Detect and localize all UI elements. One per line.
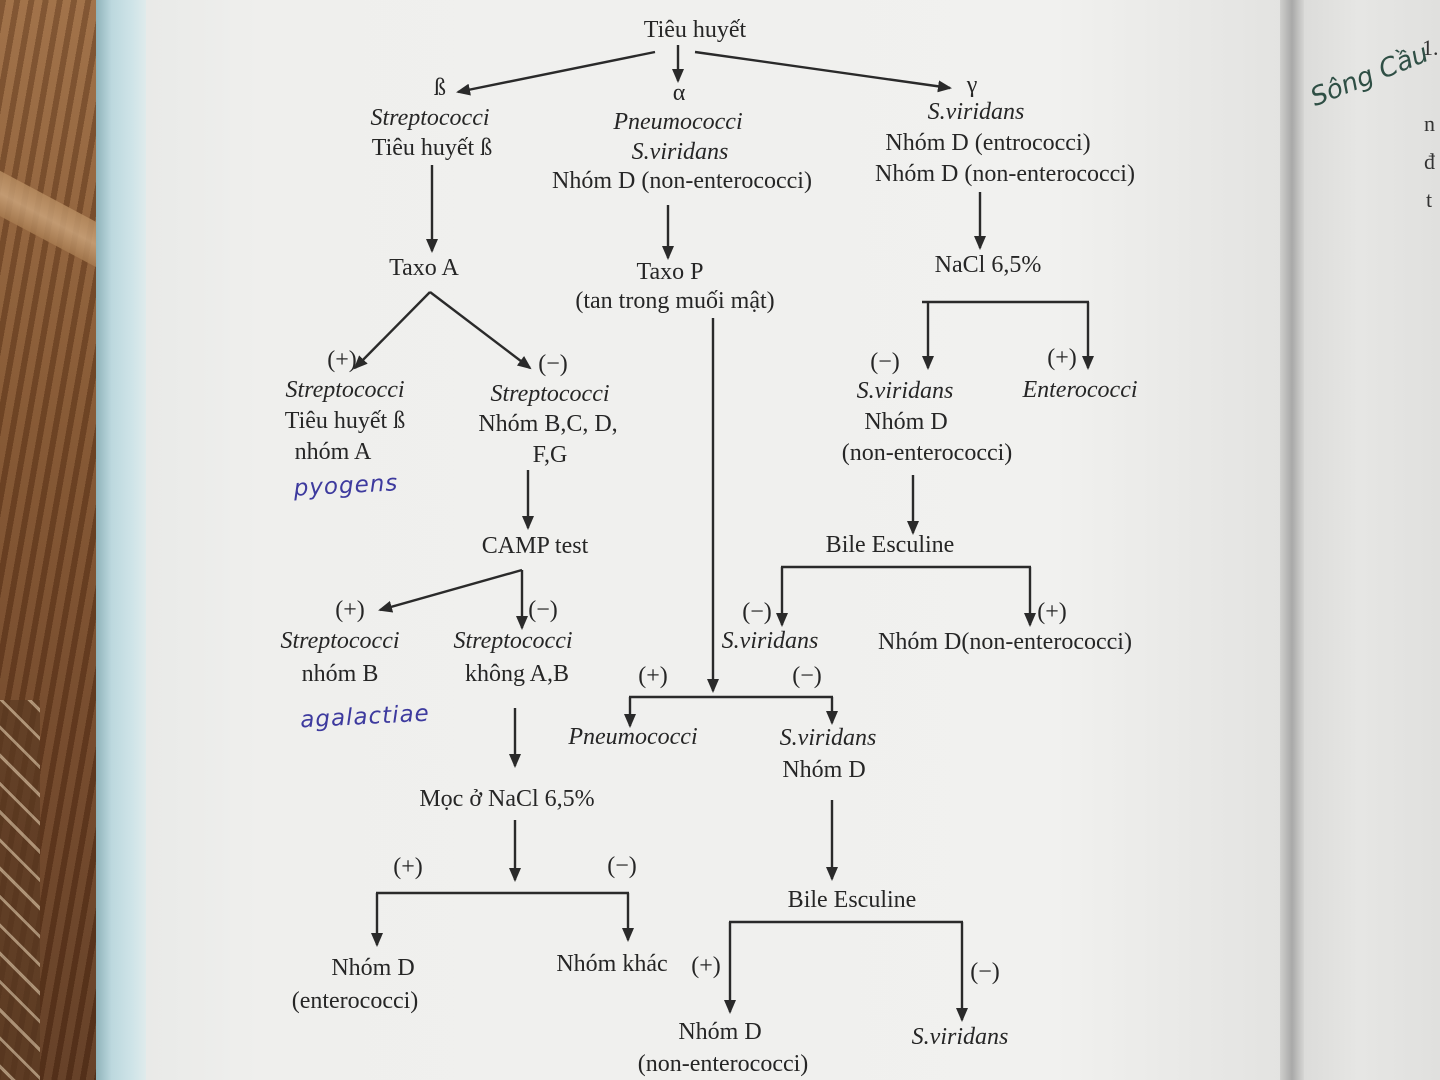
camp-test: CAMP test — [481, 533, 589, 559]
nacl-gamma-test: NaCl 6,5% — [934, 252, 1042, 278]
group-b-genus: Streptococci — [280, 628, 400, 654]
taxo-p-negative-sign: (−) — [792, 663, 822, 689]
enterococci-genus: Enterococci — [1022, 377, 1138, 403]
camp-positive-sign: (+) — [335, 597, 365, 623]
not-ab-line: không A,B — [464, 661, 570, 687]
beta-label: Tiêu huyết ß — [371, 135, 493, 161]
alpha-genus-1: Pneumococci — [613, 109, 743, 135]
camp-negative-sign: (−) — [528, 597, 558, 623]
bile-right-group-d: Nhóm D(non-enterococci) — [878, 629, 1132, 655]
arrow-taxo-a-negative — [429, 291, 532, 370]
root-node: Tiêu huyết — [643, 17, 747, 43]
arrow-camp-positive — [378, 568, 523, 613]
bile-bottom-negative-sign: (−) — [970, 959, 1000, 985]
alpha-symbol: α — [672, 80, 686, 106]
bile-esculine-bottom-test: Bile Esculine — [787, 887, 917, 913]
gamma-sviridans-line-2: (non-enterococci) — [841, 440, 1013, 466]
group-bcdfg-genus: Streptococci — [490, 381, 610, 407]
alpha-genus-2: S.viridans — [631, 139, 729, 165]
beta-symbol: ß — [434, 75, 446, 101]
other-groups: Nhóm khác — [556, 951, 668, 977]
taxo-p-note: (tan trong muối mật) — [575, 288, 775, 314]
alpha-group: Nhóm D (non-enterococci) — [552, 168, 812, 194]
gamma-group-1: Nhóm D (entrococci) — [885, 130, 1091, 156]
bile-bottom-group-d-line-2: (non-enterococci) — [637, 1051, 809, 1077]
sviridans-d-line: Nhóm D — [782, 757, 866, 783]
taxo-a-positive-sign: (+) — [327, 347, 357, 373]
facing-page-fragment: đ — [1424, 149, 1435, 174]
bile-esculine-right-test: Bile Esculine — [825, 532, 955, 558]
gamma-sviridans-line-1: Nhóm D — [864, 409, 948, 435]
arrow-root-to-gamma — [694, 50, 952, 93]
group-b-line: nhóm B — [301, 661, 379, 687]
wood-inlay-pattern — [0, 700, 40, 1080]
enterococci-d-line-2: (enterococci) — [291, 988, 419, 1014]
taxo-p-test: Taxo P — [636, 259, 704, 285]
wooden-table — [0, 0, 122, 1080]
beta-genus: Streptococci — [370, 105, 490, 131]
pneumococci-result: Pneumococci — [568, 724, 698, 750]
sviridans-d-genus: S.viridans — [779, 725, 877, 751]
group-bcdfg-line-2: F,G — [532, 442, 568, 468]
group-a-genus: Streptococci — [285, 377, 405, 403]
bile-bottom-sviridans: S.viridans — [911, 1024, 1009, 1050]
gamma-group-2: Nhóm D (non-enterococci) — [875, 161, 1135, 187]
nacl-gamma-negative-sign: (−) — [870, 349, 900, 375]
handwritten-pyogens: pyogens — [293, 470, 399, 502]
nacl-growth-test: Mọc ở NaCl 6,5% — [419, 786, 595, 812]
taxo-a-test: Taxo A — [389, 255, 459, 281]
facing-page-fragment: t — [1426, 187, 1433, 212]
facing-page-number: 1. — [1422, 35, 1439, 60]
group-a-line-2: nhóm A — [294, 439, 372, 465]
book-gutter — [1280, 0, 1304, 1080]
facing-page-fragment: n — [1424, 111, 1435, 136]
group-bcdfg-line-1: Nhóm B,C, D, — [478, 411, 618, 437]
arrow-taxo-a-positive — [353, 291, 431, 370]
group-a-line-1: Tiêu huyết ß — [284, 408, 406, 434]
nacl-growth-positive-sign: (+) — [393, 854, 423, 880]
bile-right-sviridans: S.viridans — [721, 628, 819, 654]
bile-bottom-positive-sign: (+) — [691, 953, 721, 979]
gamma-symbol: γ — [966, 72, 978, 98]
taxo-a-negative-sign: (−) — [538, 351, 568, 377]
book-cover-edge — [96, 0, 148, 1080]
not-ab-genus: Streptococci — [453, 628, 573, 654]
gamma-sviridans-genus: S.viridans — [856, 378, 954, 404]
facing-page: 1. Sông Cầu n đ t — [1304, 0, 1440, 1080]
arrow-root-to-beta — [456, 50, 656, 96]
bile-bottom-group-d-line-1: Nhóm D — [678, 1019, 762, 1045]
nacl-gamma-positive-sign: (+) — [1047, 345, 1077, 371]
taxo-p-positive-sign: (+) — [638, 663, 668, 689]
gamma-genus: S.viridans — [927, 99, 1025, 125]
enterococci-d-line-1: Nhóm D — [331, 955, 415, 981]
bile-right-positive-sign: (+) — [1037, 599, 1067, 625]
nacl-growth-negative-sign: (−) — [607, 853, 637, 879]
bile-right-negative-sign: (−) — [742, 599, 772, 625]
